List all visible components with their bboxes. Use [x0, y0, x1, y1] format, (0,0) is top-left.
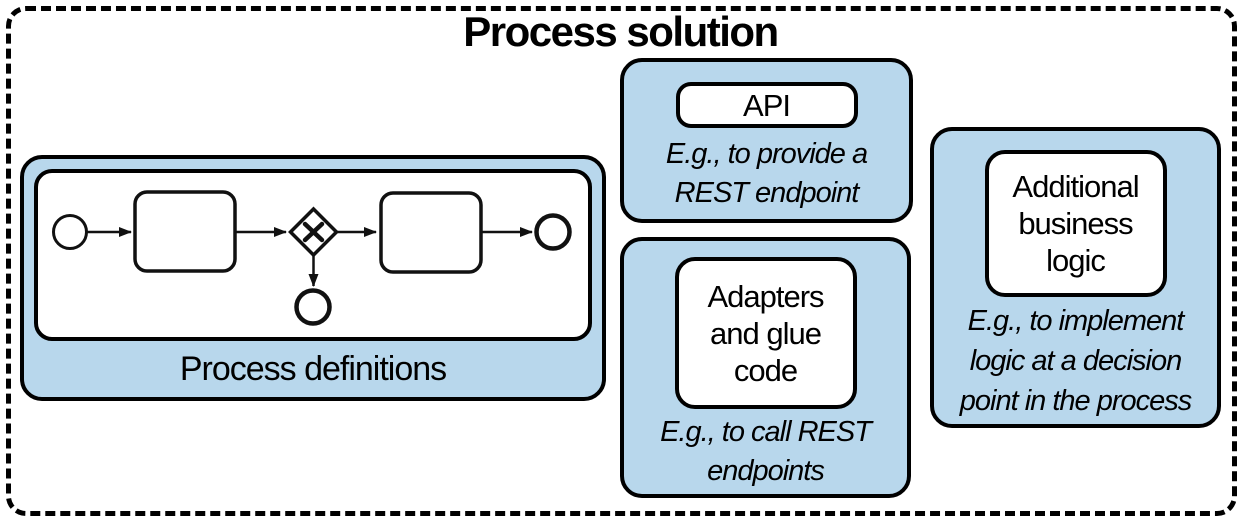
api-label: API — [743, 87, 791, 123]
process-definitions-panel: Process definitions — [20, 155, 606, 401]
process-solution-boundary — [6, 6, 1237, 516]
adapters-label: Adapters and glue code — [707, 278, 824, 388]
additional-logic-caption: E.g., to implement logic at a decision p… — [959, 304, 1192, 417]
bpmn-task-icon — [379, 191, 483, 274]
api-panel: API E.g., to provide a REST endpoint — [620, 58, 913, 223]
api-box: API — [675, 82, 858, 128]
bpmn-xor-gateway-icon — [288, 206, 339, 258]
bpmn-end-event-icon — [534, 213, 572, 251]
adapters-panel: Adapters and glue code E.g., to call RES… — [620, 237, 911, 498]
bpmn-diagram — [34, 169, 592, 341]
bpmn-start-event-icon — [52, 214, 88, 250]
bpmn-task-icon — [133, 190, 237, 273]
bpmn-end-event-icon — [294, 288, 332, 326]
api-caption: E.g., to provide a REST endpoint — [665, 137, 868, 209]
additional-logic-box: Additional business logic — [984, 150, 1167, 297]
bpmn-diagram-svg — [52, 190, 572, 326]
figure-title: Process solution — [463, 8, 779, 55]
adapters-box: Adapters and glue code — [674, 257, 857, 409]
additional-logic-panel: Additional business logic E.g., to imple… — [930, 127, 1221, 428]
adapters-caption: E.g., to call REST endpoints — [660, 415, 872, 487]
additional-logic-label: Additional business logic — [1012, 169, 1139, 278]
process-definitions-label: Process definitions — [179, 349, 447, 388]
